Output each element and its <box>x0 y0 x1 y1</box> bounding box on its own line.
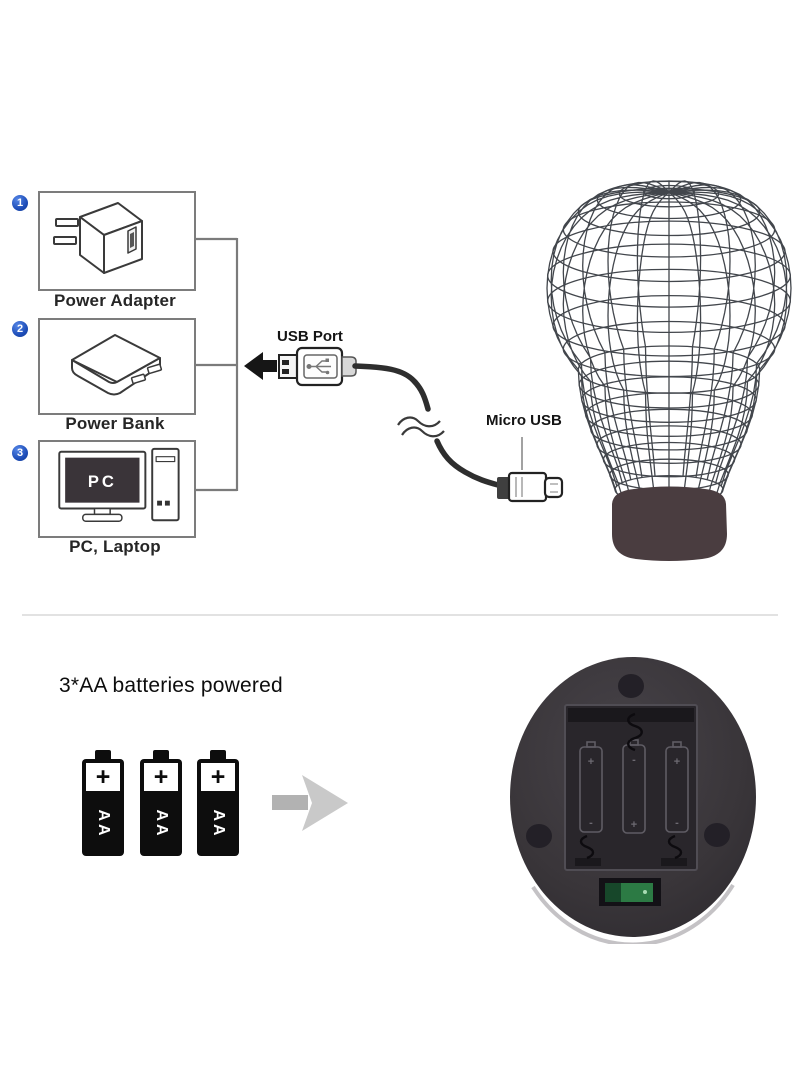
power-bank-icon <box>71 334 163 396</box>
rubber-foot <box>704 823 730 847</box>
pc-screen-text: PC <box>88 472 117 491</box>
pc-icon: PC <box>58 447 180 522</box>
rubber-foot <box>526 824 552 848</box>
micro-usb-connector-icon <box>497 471 564 503</box>
base-rim-highlight <box>531 883 735 944</box>
battery-terminal-nub <box>210 750 226 759</box>
right-arrow-icon <box>272 775 348 831</box>
aa-battery-icon: + AA <box>197 750 239 856</box>
usb-cable <box>352 363 501 488</box>
polarity-mark: - <box>632 754 636 766</box>
connector-lines <box>196 237 239 492</box>
power-bank-box <box>38 318 196 415</box>
contact-spring <box>579 712 683 860</box>
battery-plus-label: + <box>210 763 226 791</box>
power-adapter-icon <box>53 202 143 274</box>
step-badge-2: 2 <box>12 321 28 337</box>
power-adapter-label: Power Adapter <box>54 291 176 310</box>
pc-laptop-box: PC <box>38 440 196 538</box>
polarity-mark: - <box>589 817 593 829</box>
battery-heading: 3*AA batteries powered <box>59 674 283 697</box>
cable-break-marks <box>397 416 445 438</box>
polarity-mark: + <box>588 756 594 768</box>
bulb-wireframe <box>546 180 792 505</box>
battery-size-label: AA <box>210 809 227 839</box>
usb-plug-icon <box>278 346 357 387</box>
power-adapter-box <box>38 191 196 291</box>
step-badge-3: 3 <box>12 445 28 461</box>
usb-port-label: USB Port <box>277 328 343 345</box>
power-bank-label: Power Bank <box>65 414 165 433</box>
pcb-switch <box>599 878 661 906</box>
aa-battery-icon: + AA <box>140 750 182 856</box>
polarity-mark: + <box>631 819 637 831</box>
step-badge-1: 1 <box>12 195 28 211</box>
aa-battery-icon: + AA <box>82 750 124 856</box>
micro-usb-label: Micro USB <box>486 412 562 429</box>
battery-compartment: + - - + + - <box>564 704 698 871</box>
pc-laptop-label: PC, Laptop <box>69 537 161 556</box>
rubber-foot <box>618 674 644 698</box>
battery-terminal-nub <box>95 750 111 759</box>
battery-terminal-nub <box>153 750 169 759</box>
section-divider <box>22 614 778 616</box>
battery-size-label: AA <box>95 809 112 839</box>
power-diagram-artwork <box>196 180 792 561</box>
battery-plus-label: + <box>95 763 111 791</box>
battery-compartment-photo: + - - + + - <box>510 657 756 944</box>
lamp-base <box>612 486 727 561</box>
polarity-mark: + <box>674 756 680 768</box>
left-arrow-icon <box>244 352 277 380</box>
polarity-mark: - <box>675 817 679 829</box>
battery-plus-label: + <box>153 763 169 791</box>
battery-size-label: AA <box>153 809 170 839</box>
